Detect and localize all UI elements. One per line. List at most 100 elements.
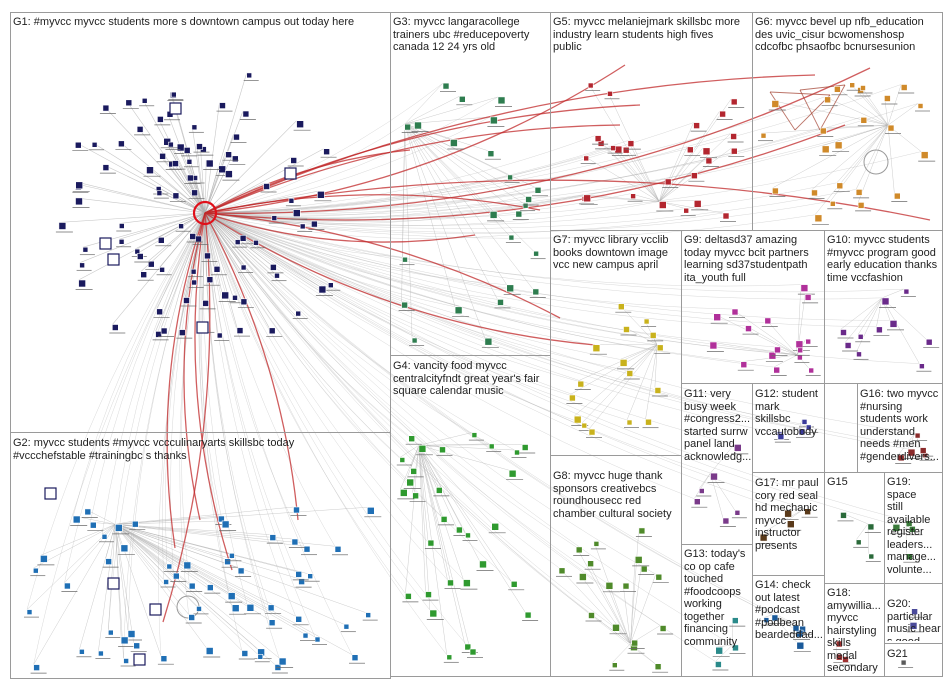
graph-edge	[115, 524, 269, 619]
graph-edge	[694, 473, 710, 499]
graph-node	[206, 648, 213, 655]
graph-node	[160, 153, 166, 159]
graph-edge	[588, 561, 631, 644]
graph-node	[715, 662, 721, 668]
graph-edge	[76, 198, 205, 213]
graph-node	[269, 620, 275, 626]
graph-node	[205, 253, 211, 259]
graph-edge	[659, 147, 687, 202]
graph-node	[436, 487, 442, 493]
graph-node	[731, 148, 737, 154]
graph-node	[128, 631, 135, 638]
graph-node	[225, 559, 231, 565]
graph-node	[574, 416, 581, 423]
graph-node	[559, 568, 565, 574]
avatar-node	[285, 168, 296, 179]
graph-node	[882, 298, 889, 305]
graph-node	[641, 566, 647, 572]
graph-node	[644, 319, 649, 324]
graph-node	[272, 216, 277, 221]
graph-node	[694, 499, 700, 505]
graph-node	[79, 280, 86, 287]
graph-node	[184, 562, 191, 569]
graph-node	[73, 516, 80, 523]
graph-node	[403, 257, 408, 262]
graph-node	[576, 547, 582, 553]
avatar-node	[150, 604, 161, 615]
graph-node	[699, 489, 704, 494]
graph-node	[921, 152, 928, 159]
graph-node	[711, 473, 718, 480]
graph-node	[516, 211, 522, 217]
graph-node	[888, 125, 894, 131]
graph-node	[90, 522, 96, 528]
graph-node	[344, 624, 349, 629]
graph-edge	[888, 103, 918, 125]
graph-node	[296, 571, 302, 577]
graph-node	[103, 105, 109, 111]
graph-node	[440, 447, 446, 453]
graph-node	[184, 147, 190, 153]
group-label-g10: G10: myvcc students #myvcc program good …	[827, 234, 943, 284]
graph-node	[308, 574, 313, 579]
graph-edge	[630, 574, 655, 643]
graph-node	[606, 582, 613, 589]
graph-node	[76, 198, 83, 205]
graph-node	[189, 615, 195, 621]
graph-edge	[774, 355, 798, 367]
graph-node	[34, 665, 40, 671]
group-label-g7: G7: myvcc library vcclib books downtown …	[553, 234, 681, 272]
graph-node	[490, 211, 497, 218]
graph-edge	[772, 125, 888, 188]
graph-node	[450, 140, 457, 147]
graph-node	[812, 190, 818, 196]
graph-node	[578, 381, 584, 387]
graph-node	[220, 103, 226, 109]
graph-edge	[40, 524, 115, 555]
graph-node	[402, 302, 408, 308]
graph-node	[522, 445, 528, 451]
graph-node	[191, 269, 196, 274]
graph-node	[241, 299, 247, 305]
graph-node	[299, 579, 305, 585]
graph-node	[489, 444, 494, 449]
graph-node	[83, 247, 88, 252]
graph-node	[646, 419, 652, 425]
graph-node	[197, 606, 202, 611]
graph-node	[926, 339, 932, 345]
graph-edge	[205, 103, 918, 213]
graph-node	[919, 364, 924, 369]
graph-node	[535, 187, 541, 193]
graph-node	[805, 294, 811, 300]
avatar-node	[100, 238, 111, 249]
graph-node	[631, 194, 636, 199]
graph-node	[620, 359, 627, 366]
graph-node	[472, 433, 477, 438]
group-label-g2: G2: myvcc students #myvcc vccculinaryart…	[13, 437, 383, 462]
graph-edge	[158, 213, 205, 656]
graph-edge	[659, 123, 693, 202]
graph-node	[796, 341, 803, 348]
group-label-g20: G20: particular music hear s good	[887, 598, 943, 641]
graph-edge	[59, 213, 205, 222]
avatar-node	[45, 488, 56, 499]
graph-node	[400, 489, 407, 496]
graph-node	[179, 224, 184, 229]
graph-node	[27, 610, 32, 615]
self-loop	[864, 150, 888, 174]
graph-node	[102, 534, 107, 539]
graph-node	[650, 332, 656, 338]
graph-node	[428, 540, 434, 546]
graph-node	[623, 583, 629, 589]
graph-node	[714, 314, 721, 321]
graph-node	[173, 573, 179, 579]
graph-node	[243, 111, 249, 117]
graph-node	[525, 612, 531, 618]
graph-node	[126, 100, 132, 106]
graph-node	[665, 179, 671, 185]
graph-node	[904, 289, 909, 294]
graph-node	[328, 283, 333, 288]
graph-node	[741, 362, 747, 368]
graph-edge	[630, 556, 635, 643]
graph-node	[415, 122, 422, 129]
